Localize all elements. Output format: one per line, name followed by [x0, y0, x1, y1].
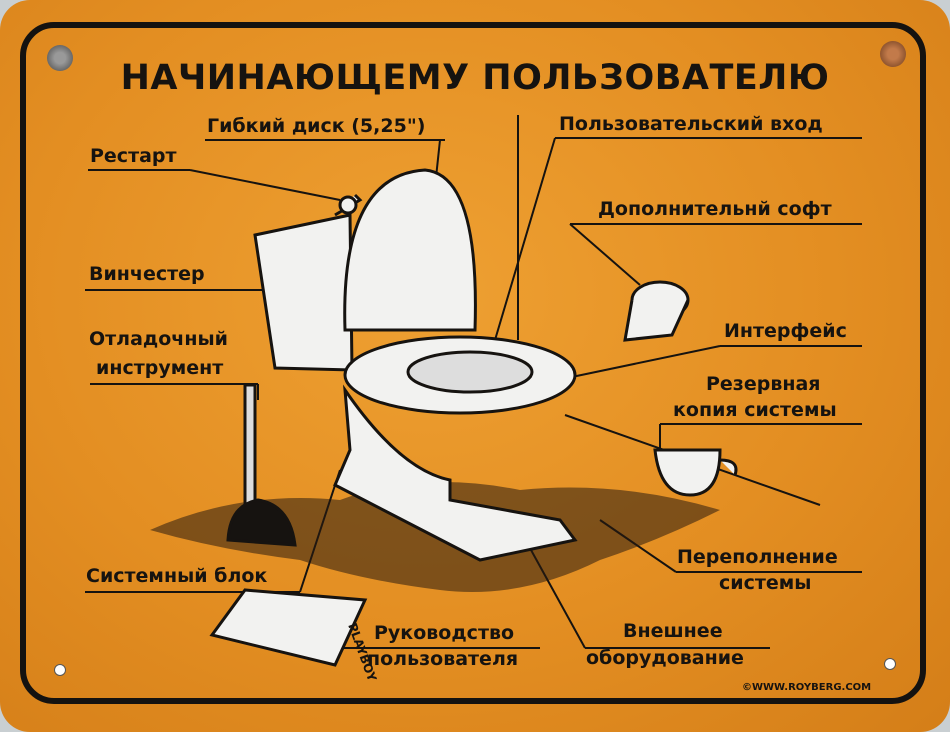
copyright: ©WWW.ROYBERG.COM [742, 682, 872, 693]
label-backup-line1: Резервная [706, 373, 821, 395]
label-floppy: Гибкий диск (5,25") [207, 115, 426, 137]
sign-border [20, 22, 926, 704]
rivet-icon [880, 41, 906, 67]
label-overflow-line2: системы [719, 572, 812, 594]
label-debug-line2: инструмент [96, 357, 224, 379]
toilet [209, 168, 738, 667]
label-interface: Интерфейс [724, 320, 847, 342]
label-debug-line1: Отладочный [89, 328, 228, 350]
label-backup-line2: копия системы [673, 399, 837, 421]
label-hdd: Винчестер [89, 263, 205, 285]
mount-hole [54, 664, 66, 676]
screw-icon [47, 45, 73, 71]
label-manual-line1: Руководство [374, 622, 515, 644]
label-user-input: Пользовательский вход [559, 113, 823, 135]
label-overflow-line1: Переполнение [677, 546, 838, 568]
sign-title: НАЧИНАЮЩЕМУ ПОЛЬЗОВАТЕЛЮ [120, 58, 830, 98]
mount-hole [884, 658, 896, 670]
label-external-line1: Внешнее [623, 620, 723, 642]
label-restart: Рестарт [90, 145, 177, 167]
label-extra-soft: Дополнительнй софт [598, 198, 832, 220]
label-external-line2: оборудование [586, 647, 744, 669]
label-manual-line2: пользователя [367, 648, 519, 670]
label-system-unit: Системный блок [86, 565, 268, 587]
